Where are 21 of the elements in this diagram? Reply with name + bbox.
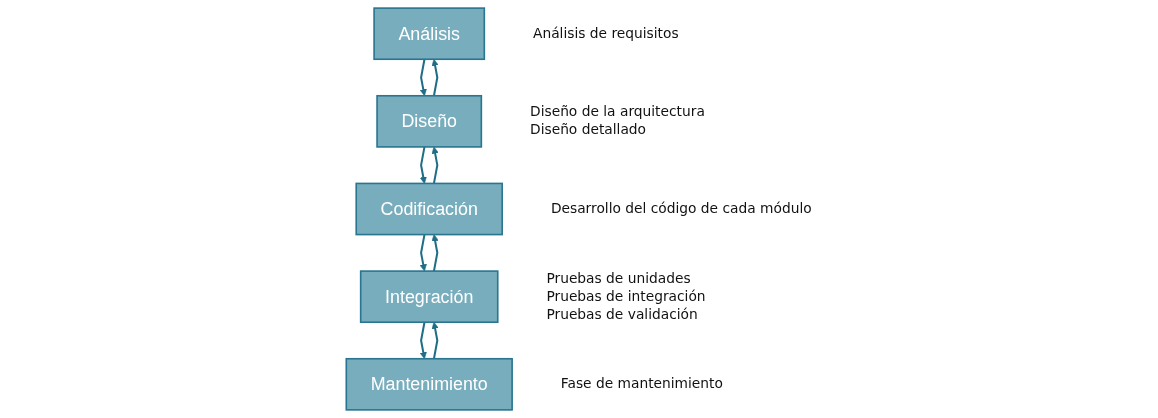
description-text: Fase de mantenimiento <box>560 375 723 392</box>
arrow <box>431 321 439 359</box>
arrow <box>419 59 427 97</box>
description-text: Diseño detallado <box>530 121 647 138</box>
node-box: Mantenimiento <box>345 357 513 411</box>
description-text: Pruebas de validación <box>546 305 698 322</box>
arrow <box>431 234 439 272</box>
arrow <box>419 322 427 360</box>
arrow <box>419 234 427 272</box>
node-box: Integración <box>359 270 499 324</box>
node-box: Análisis <box>373 7 486 61</box>
description-text: Pruebas de unidades <box>546 269 691 286</box>
description-text: Análisis de requisitos <box>533 24 679 41</box>
description-text: Diseño de la arquitectura <box>530 103 705 120</box>
description-text: Desarrollo del código de cada módulo <box>550 200 812 216</box>
node-box: Diseño <box>376 94 483 148</box>
arrow <box>431 146 439 184</box>
arrow <box>431 58 439 96</box>
node-box: Codificación <box>355 182 503 236</box>
arrow <box>419 146 427 184</box>
description-text: Pruebas de integración <box>546 287 706 304</box>
